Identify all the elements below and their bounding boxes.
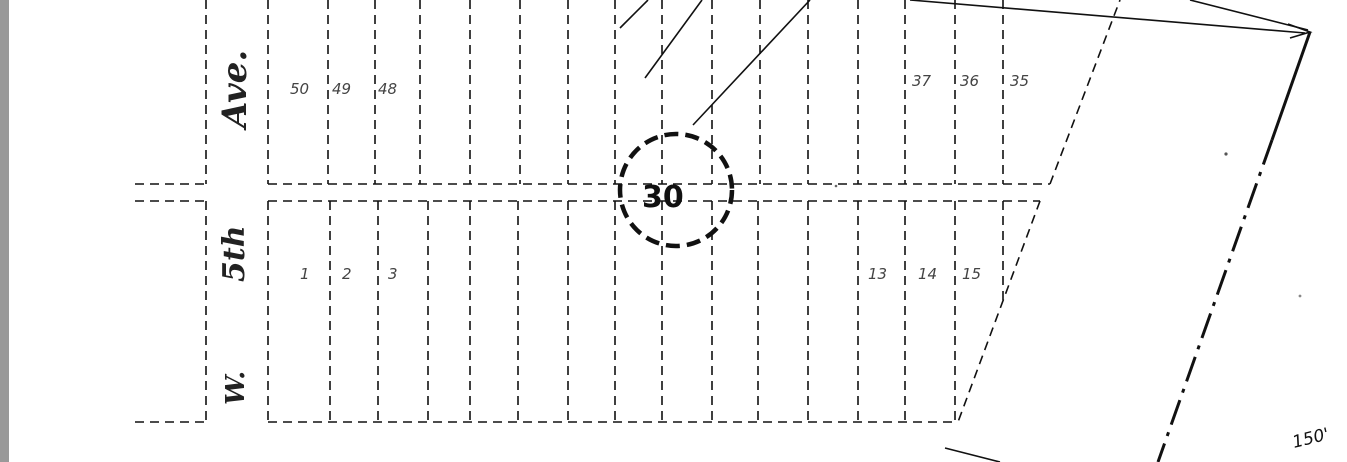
property-line-lower: [1156, 139, 1274, 462]
south-block: [268, 200, 1041, 423]
lot-49: 49: [332, 80, 351, 98]
scan-border: [0, 0, 9, 462]
dimension-label: 150': [1290, 424, 1331, 452]
street-name-ave: Ave.: [215, 50, 255, 131]
street-name-5th: 5th: [217, 225, 252, 282]
speck: [1224, 152, 1228, 156]
lot-2: 2: [342, 265, 352, 283]
marker-label: 30: [642, 180, 684, 215]
lot-36: 36: [960, 72, 979, 90]
lot-48: 48: [378, 80, 397, 98]
leader-line-3: [692, 0, 811, 126]
lot-15: 15: [962, 265, 981, 283]
south-block-diagonal-edge: [957, 200, 1041, 423]
lot-37: 37: [912, 72, 932, 90]
property-tick-line: [944, 447, 1001, 462]
arrow-line-2: [1189, 0, 1309, 31]
north-block: [268, 0, 1121, 185]
lot-14: 14: [918, 265, 937, 283]
leader-line-2: [644, 0, 703, 79]
lot-1: 1: [300, 265, 310, 283]
street-name-w: W.: [221, 371, 251, 405]
lot-3: 3: [388, 265, 398, 283]
north-block-diagonal-edge: [1049, 0, 1121, 185]
lot-dividers: [327, 0, 1004, 422]
lot-50: 50: [290, 80, 309, 98]
marker-circle: [617, 131, 735, 249]
speck: [834, 184, 838, 188]
arrow-line-1: [909, 0, 1306, 34]
lot-13: 13: [868, 265, 887, 283]
lot-35: 35: [1010, 72, 1029, 90]
speck: [1298, 294, 1302, 298]
property-line-upper: [1270, 31, 1312, 141]
leader-line-1: [619, 0, 649, 29]
